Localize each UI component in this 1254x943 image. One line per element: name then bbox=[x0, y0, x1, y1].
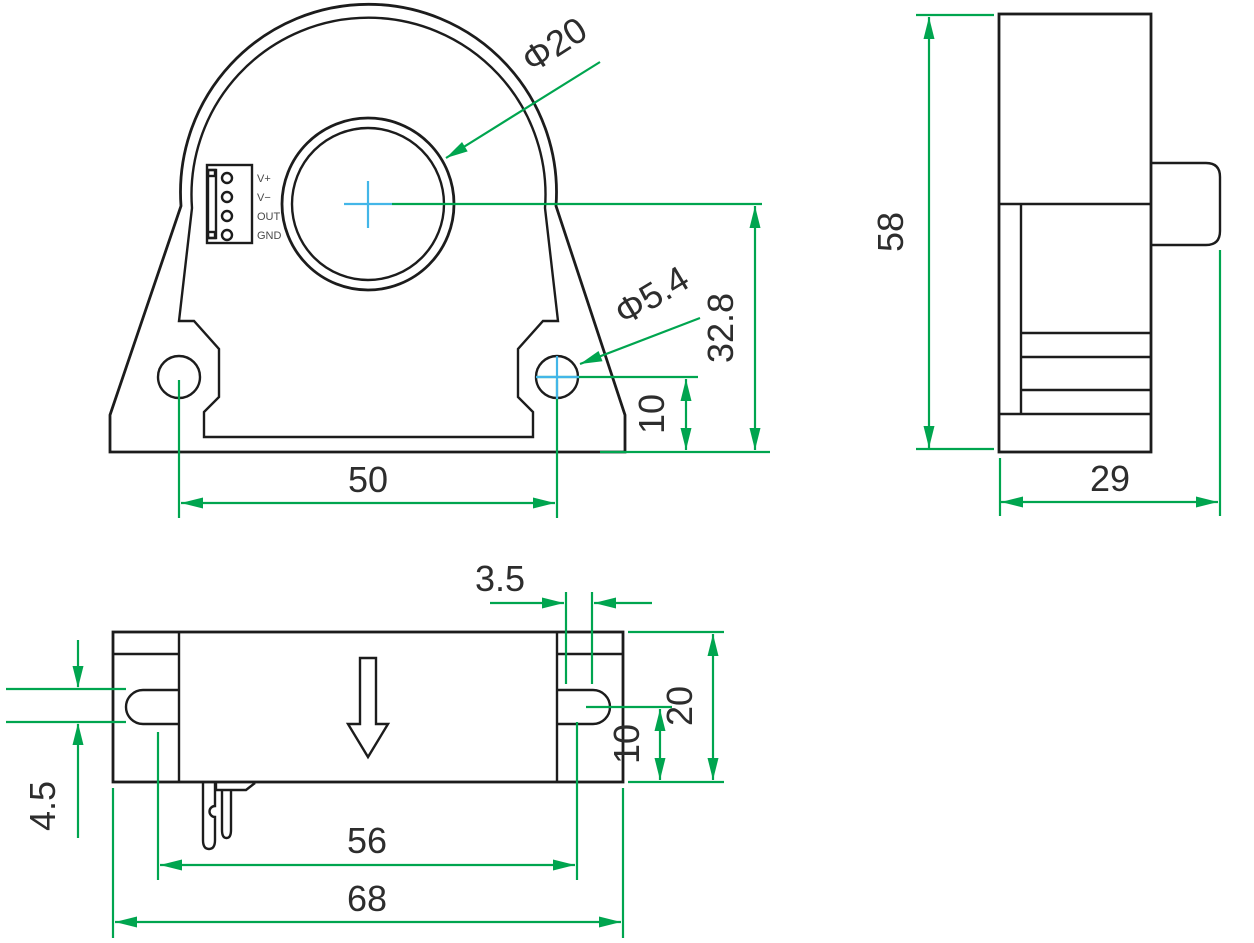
front-centerlines bbox=[344, 181, 579, 399]
dim-4-5-arrow-top bbox=[72, 666, 84, 688]
current-direction-arrow bbox=[345, 656, 391, 760]
dim-56-arrow-right bbox=[553, 859, 575, 871]
pin-label-vplus: V+ bbox=[257, 173, 271, 185]
side-dimensions: 58 29 bbox=[870, 13, 1222, 516]
dim-20-arrow-bottom bbox=[707, 758, 719, 780]
dim-56-label: 56 bbox=[347, 820, 387, 861]
dim-68-label: 68 bbox=[347, 878, 387, 919]
dim-68-arrow-left bbox=[115, 916, 137, 928]
bottom-dimensions: 3.5 20 10 4.5 bbox=[6, 558, 724, 938]
connector-clip-top bbox=[206, 168, 217, 178]
dim-10f-arrow-top bbox=[680, 379, 692, 401]
pin-hole-1 bbox=[220, 171, 234, 185]
front-dimensions: Φ20 Φ5.4 32.8 10 50 bbox=[177, 9, 770, 518]
pin-hole-2 bbox=[220, 190, 234, 204]
connector-clip-bottom bbox=[206, 230, 217, 240]
pin-right bbox=[220, 790, 233, 840]
dim-56-arrow-left bbox=[160, 859, 182, 871]
dim-3-5-label: 3.5 bbox=[475, 558, 525, 599]
dim-32-8-label: 32.8 bbox=[700, 293, 741, 363]
dim-4-5-label: 4.5 bbox=[22, 781, 63, 831]
dim-50-label: 50 bbox=[348, 459, 388, 500]
dim-10f-arrow-bottom bbox=[680, 428, 692, 450]
terminal-connector: V+ V− OUT GND bbox=[205, 163, 282, 245]
pin-label-vminus: V− bbox=[257, 192, 271, 204]
dim-10b-label: 10 bbox=[606, 724, 647, 764]
dim-10b-arrow-top bbox=[654, 709, 666, 731]
connector-strip bbox=[206, 168, 218, 240]
front-view: V+ V− OUT GND Φ20 Φ5.4 bbox=[108, 2, 770, 518]
dim-3-5-arrow-left bbox=[542, 597, 564, 609]
dim-58-arrow-top bbox=[923, 17, 935, 39]
dim-phi54-label: Φ5.4 bbox=[607, 257, 696, 333]
pin-left bbox=[201, 783, 217, 851]
dim-68-arrow-right bbox=[599, 916, 621, 928]
connector-pins-side-profile bbox=[201, 782, 256, 851]
dim-58-label: 58 bbox=[870, 212, 911, 252]
bottom-slot-left bbox=[124, 688, 179, 726]
front-outer-outline bbox=[108, 2, 627, 454]
phi20-arrow bbox=[446, 141, 468, 158]
side-tab bbox=[1151, 161, 1222, 247]
dim-4-5-arrow-bottom bbox=[72, 723, 84, 745]
phi54-arrow bbox=[580, 350, 603, 364]
dim-10b-arrow-bottom bbox=[654, 758, 666, 780]
front-inner-contour bbox=[177, 16, 560, 439]
dim-29-arrow-left bbox=[1001, 496, 1023, 508]
dim-58-arrow-bottom bbox=[923, 426, 935, 448]
pin-label-out: OUT bbox=[257, 211, 281, 223]
dim-10f-label: 10 bbox=[631, 394, 672, 434]
phi20-leader bbox=[445, 61, 601, 159]
dim-phi20-label: Φ20 bbox=[514, 9, 594, 81]
pin-hole-3 bbox=[220, 209, 234, 223]
dim-32-8-arrow-bottom bbox=[749, 428, 761, 450]
dim-20-arrow-top bbox=[707, 634, 719, 656]
side-outline bbox=[997, 12, 1153, 454]
pin-housing-lip bbox=[214, 782, 256, 792]
dim-50-arrow-left bbox=[181, 497, 203, 509]
dim-50-arrow-right bbox=[533, 497, 555, 509]
dim-32-8-arrow-top bbox=[749, 206, 761, 228]
dim-29-arrow-right bbox=[1196, 496, 1218, 508]
pin-label-gnd: GND bbox=[257, 230, 282, 242]
pin-hole-4 bbox=[220, 228, 234, 242]
side-view: 58 29 bbox=[870, 12, 1222, 516]
bottom-view: 3.5 20 10 4.5 bbox=[6, 558, 724, 938]
dim-29-label: 29 bbox=[1090, 458, 1130, 499]
dim-3-5-arrow-right bbox=[594, 597, 616, 609]
